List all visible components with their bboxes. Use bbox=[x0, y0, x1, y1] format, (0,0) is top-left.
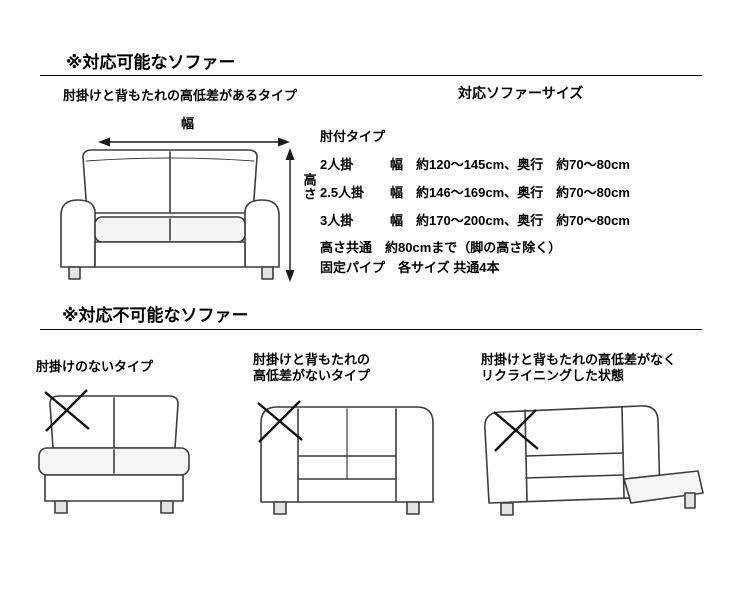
sofa-sketch bbox=[38, 395, 190, 514]
width-arrow-icon bbox=[98, 137, 290, 147]
height-arrow-icon bbox=[285, 148, 295, 282]
sofa-sketch bbox=[483, 405, 704, 516]
x-mark-icon bbox=[257, 400, 303, 443]
sofa-sketch bbox=[260, 406, 434, 515]
armrest-type-label: 肘付タイプ bbox=[320, 129, 386, 144]
x-mark-icon bbox=[493, 409, 539, 452]
sofa-sizes-heading: 対応ソファーサイズ bbox=[458, 85, 584, 101]
sofa-sketch bbox=[60, 149, 280, 280]
size-spec-label: 幅 約120～145cm、奥行 約70～80cm bbox=[390, 157, 630, 172]
compatible-sofa-illustration bbox=[60, 137, 295, 282]
incompatible-divider-line bbox=[40, 329, 702, 330]
size-spec-label: 幅 約170～200cm、奥行 約70～80cm bbox=[390, 213, 630, 228]
sofa-size-row: 2人掛 幅 約120～145cm、奥行 約70～80cm bbox=[320, 157, 630, 173]
compatible-divider-line bbox=[40, 75, 702, 76]
seat-count-label: 2.5人掛 bbox=[320, 185, 365, 200]
x-mark-icon bbox=[44, 389, 90, 432]
fixing-pipe-note: 固定パイプ 各サイズ 共通4本 bbox=[320, 260, 500, 275]
seat-count-label: 2人掛 bbox=[320, 157, 354, 172]
no-armrest-sofa-illustration bbox=[38, 395, 190, 514]
size-spec-label: 幅 約146～169cm、奥行 約70～80cm bbox=[390, 185, 630, 200]
height-dimension-label: 高さ bbox=[301, 173, 317, 201]
seat-count-label: 3人掛 bbox=[320, 213, 354, 228]
sofa-size-row: 2.5人掛 幅 約146～169cm、奥行 約70～80cm bbox=[320, 185, 630, 201]
reclining-sofa-illustration bbox=[483, 405, 704, 516]
incompatible-section-title: ※対応不可能なソファー bbox=[62, 306, 249, 325]
compatible-section-title: ※対応可能なソファー bbox=[66, 53, 236, 72]
width-dimension-label: 幅 bbox=[181, 116, 195, 131]
height-common-note: 高さ共通 約80cmまで（脚の高さ除く） bbox=[320, 240, 562, 255]
incompatible-item-label: 肘掛けと背もたれの bbox=[253, 352, 371, 367]
compatible-type-label: 肘掛けと背もたれの高低差があるタイプ bbox=[63, 88, 298, 103]
incompatible-item-label: 高低差がないタイプ bbox=[253, 368, 371, 383]
flush-armrest-sofa-illustration bbox=[260, 406, 434, 515]
incompatible-item-label: 肘掛けのないタイプ bbox=[36, 359, 154, 374]
incompatible-item-label: 肘掛けと背もたれの高低差がなく bbox=[481, 352, 677, 367]
incompatible-item-label: リクライニングした状態 bbox=[481, 368, 625, 383]
sofa-size-row: 3人掛 幅 約170～200cm、奥行 約70～80cm bbox=[320, 213, 630, 229]
